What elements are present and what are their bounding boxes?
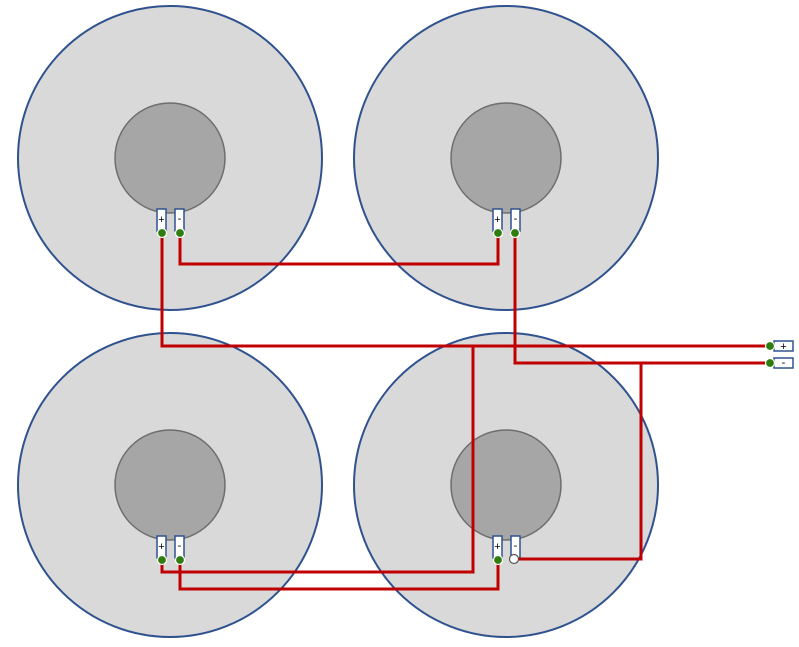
speaker-magnet xyxy=(450,102,562,214)
speaker-top-left: + - xyxy=(17,5,323,311)
output-minus-dot xyxy=(764,357,776,369)
speaker-bottom-right: + - xyxy=(353,332,659,638)
connection-dot xyxy=(509,227,521,239)
wire-bottomleft-minus-to-bottomright-plus xyxy=(178,560,500,591)
connection-dot xyxy=(492,227,504,239)
plus-terminal-label: + xyxy=(494,541,500,553)
connection-dot xyxy=(492,554,504,566)
wire-bus-to-bottomleft-plus xyxy=(160,346,475,574)
speaker-magnet xyxy=(450,429,562,541)
speaker-bottom-left: + - xyxy=(17,332,323,638)
connection-dot xyxy=(174,554,186,566)
connection-dot xyxy=(156,227,168,239)
speaker-magnet xyxy=(114,102,226,214)
wiring xyxy=(160,233,770,591)
plus-terminal-label: + xyxy=(494,214,500,226)
speaker-top-right: + - xyxy=(353,5,659,311)
output-plus-label: + xyxy=(780,341,786,353)
plus-terminal-label: + xyxy=(158,541,164,553)
connection-dot xyxy=(174,227,186,239)
wire-topleft-minus-to-topright-plus xyxy=(178,233,500,266)
minus-terminal-label: - xyxy=(178,540,182,552)
output-minus-label: - xyxy=(782,357,786,369)
connection-dot xyxy=(156,554,168,566)
wire-output-plus-bus xyxy=(160,233,770,348)
wire-bottomright-minus-to-output-minus xyxy=(518,363,643,561)
speaker-magnet xyxy=(114,429,226,541)
minus-terminal-label: - xyxy=(514,540,518,552)
plus-terminal-label: + xyxy=(158,214,164,226)
open-connection-dot xyxy=(508,553,520,565)
minus-terminal-label: - xyxy=(178,213,182,225)
connection-points xyxy=(156,227,776,566)
minus-terminal-label: - xyxy=(514,213,518,225)
output-plus-dot xyxy=(764,340,776,352)
wire-topright-minus-to-output-minus xyxy=(513,233,770,365)
output-terminal-block: + - xyxy=(773,340,794,369)
